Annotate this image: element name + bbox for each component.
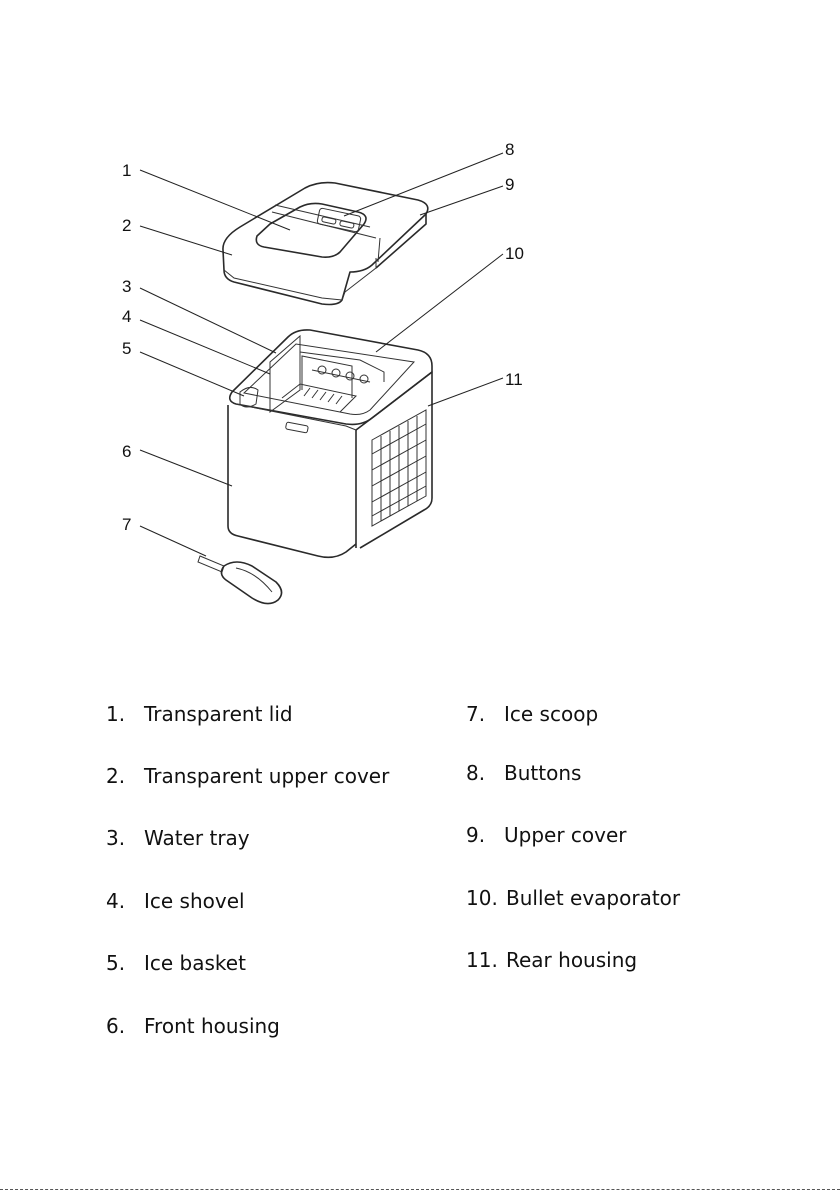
legend-number: 3. bbox=[106, 826, 144, 850]
button-shape bbox=[322, 217, 337, 225]
legend-label: Front housing bbox=[144, 1014, 280, 1038]
callout-11: 11 bbox=[505, 370, 523, 389]
callout-4: 4 bbox=[122, 307, 131, 326]
callout-numbers: 1 2 3 4 5 6 7 8 9 10 11 bbox=[122, 140, 524, 534]
legend-item-8: 8. Buttons bbox=[466, 761, 581, 785]
legend-item-9: 9. Upper cover bbox=[466, 823, 627, 847]
callout-8: 8 bbox=[505, 140, 514, 159]
legend-item-10: 10. Bullet evaporator bbox=[466, 886, 680, 910]
legend-label: Transparent upper cover bbox=[144, 764, 389, 788]
callout-3: 3 bbox=[122, 277, 131, 296]
legend-label: Rear housing bbox=[506, 948, 637, 972]
upper-cover-drawing bbox=[223, 183, 428, 305]
legend-number: 5. bbox=[106, 951, 144, 975]
legend-number: 8. bbox=[466, 761, 504, 785]
legend-label: Upper cover bbox=[504, 823, 627, 847]
vent-grille bbox=[372, 410, 426, 526]
legend-item-4: 4. Ice shovel bbox=[106, 889, 245, 913]
legend-number: 11. bbox=[466, 948, 506, 972]
legend-number: 7. bbox=[466, 702, 504, 726]
legend-item-5: 5. Ice basket bbox=[106, 951, 246, 975]
legend-number: 10. bbox=[466, 886, 506, 910]
callout-2: 2 bbox=[122, 216, 131, 235]
ice-maker-body-drawing bbox=[228, 330, 432, 557]
legend-label: Transparent lid bbox=[144, 702, 293, 726]
legend-item-11: 11. Rear housing bbox=[466, 948, 637, 972]
legend-number: 4. bbox=[106, 889, 144, 913]
legend-number: 2. bbox=[106, 764, 144, 788]
legend-label: Ice scoop bbox=[504, 702, 598, 726]
callout-10: 10 bbox=[505, 244, 524, 263]
legend-number: 6. bbox=[106, 1014, 144, 1038]
ice-maker-exploded-diagram: 1 2 3 4 5 6 7 8 9 10 11 bbox=[0, 0, 840, 660]
legend-label: Buttons bbox=[504, 761, 581, 785]
ice-scoop-drawing bbox=[198, 556, 282, 604]
legend-label: Ice shovel bbox=[144, 889, 245, 913]
button-shape bbox=[340, 221, 355, 229]
legend-item-2: 2. Transparent upper cover bbox=[106, 764, 389, 788]
legend-item-3: 3. Water tray bbox=[106, 826, 250, 850]
callout-1: 1 bbox=[122, 161, 131, 180]
legend-number: 1. bbox=[106, 702, 144, 726]
callout-9: 9 bbox=[505, 175, 514, 194]
legend-item-7: 7. Ice scoop bbox=[466, 702, 598, 726]
legend-item-6: 6. Front housing bbox=[106, 1014, 280, 1038]
legend-label: Ice basket bbox=[144, 951, 246, 975]
page-bottom-rule bbox=[0, 1189, 840, 1190]
legend-number: 9. bbox=[466, 823, 504, 847]
legend-item-1: 1. Transparent lid bbox=[106, 702, 293, 726]
callout-6: 6 bbox=[122, 442, 131, 461]
legend-label: Water tray bbox=[144, 826, 250, 850]
callout-7: 7 bbox=[122, 515, 131, 534]
callout-5: 5 bbox=[122, 339, 131, 358]
legend-label: Bullet evaporator bbox=[506, 886, 680, 910]
